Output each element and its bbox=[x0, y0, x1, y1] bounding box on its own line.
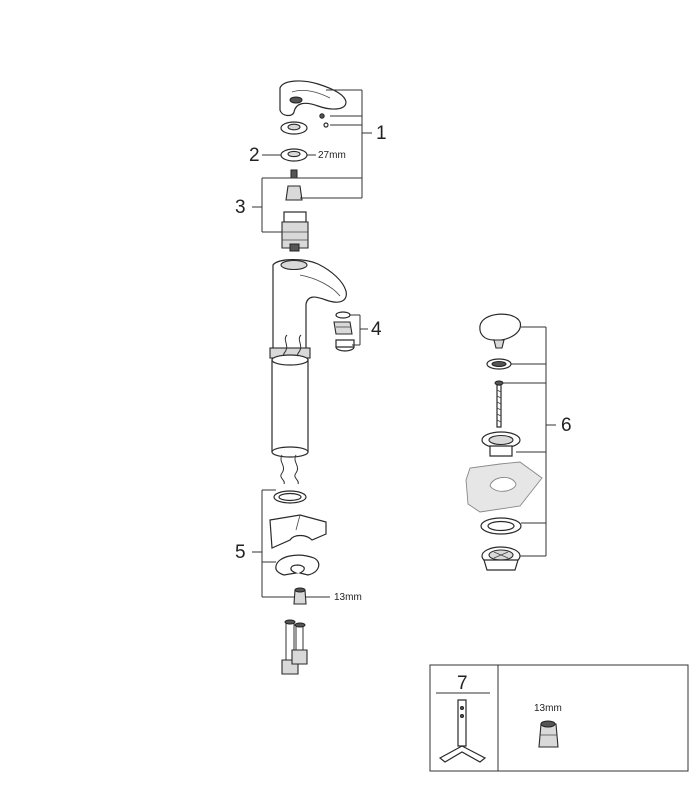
faucet-body bbox=[269, 259, 347, 359]
supply-hoses-lower bbox=[280, 454, 299, 485]
callout-leader-3 bbox=[252, 177, 362, 233]
callout-leader-1 bbox=[300, 89, 372, 199]
handle-screw bbox=[319, 113, 329, 128]
callout-leader-4 bbox=[350, 314, 368, 346]
tools-box bbox=[429, 664, 689, 772]
aerator-parts bbox=[333, 311, 355, 352]
cartridge-pin bbox=[290, 169, 298, 179]
waste-flange bbox=[481, 431, 521, 457]
mounting-gasket-ring bbox=[273, 490, 307, 504]
cover-ring bbox=[280, 121, 308, 135]
callout-6: 6 bbox=[561, 415, 572, 436]
callout-5: 5 bbox=[235, 542, 246, 563]
pop-up-cap bbox=[479, 313, 522, 349]
retaining-nut-27mm bbox=[280, 148, 308, 162]
extension-body bbox=[271, 354, 309, 458]
dimension-13mm: 13mm bbox=[334, 592, 362, 603]
drain-body bbox=[481, 546, 521, 571]
callout-leader-6 bbox=[503, 326, 556, 557]
lever-handle bbox=[279, 80, 347, 117]
callout-leader-5 bbox=[252, 489, 330, 598]
tools-dimension-13mm: 13mm bbox=[534, 703, 562, 714]
dimension-27mm: 27mm bbox=[318, 150, 346, 161]
callout-1: 1 bbox=[376, 123, 387, 144]
t-wrench-tool bbox=[438, 699, 487, 763]
rubber-gasket bbox=[480, 517, 522, 535]
spindle-adapter bbox=[285, 185, 303, 201]
callout-4: 4 bbox=[371, 319, 382, 340]
callout-7: 7 bbox=[457, 673, 468, 694]
mounting-bracket bbox=[269, 514, 327, 549]
fixing-nut bbox=[293, 587, 307, 605]
basin-mounting-surface bbox=[465, 461, 543, 513]
hex-bit-13mm bbox=[538, 720, 559, 748]
cartridge bbox=[281, 211, 309, 252]
hose-connectors bbox=[281, 619, 308, 675]
threaded-rod bbox=[494, 380, 504, 428]
callout-2: 2 bbox=[249, 145, 260, 166]
callout-3: 3 bbox=[235, 197, 246, 218]
horseshoe-washer bbox=[275, 554, 320, 576]
seal-ring bbox=[486, 358, 512, 370]
